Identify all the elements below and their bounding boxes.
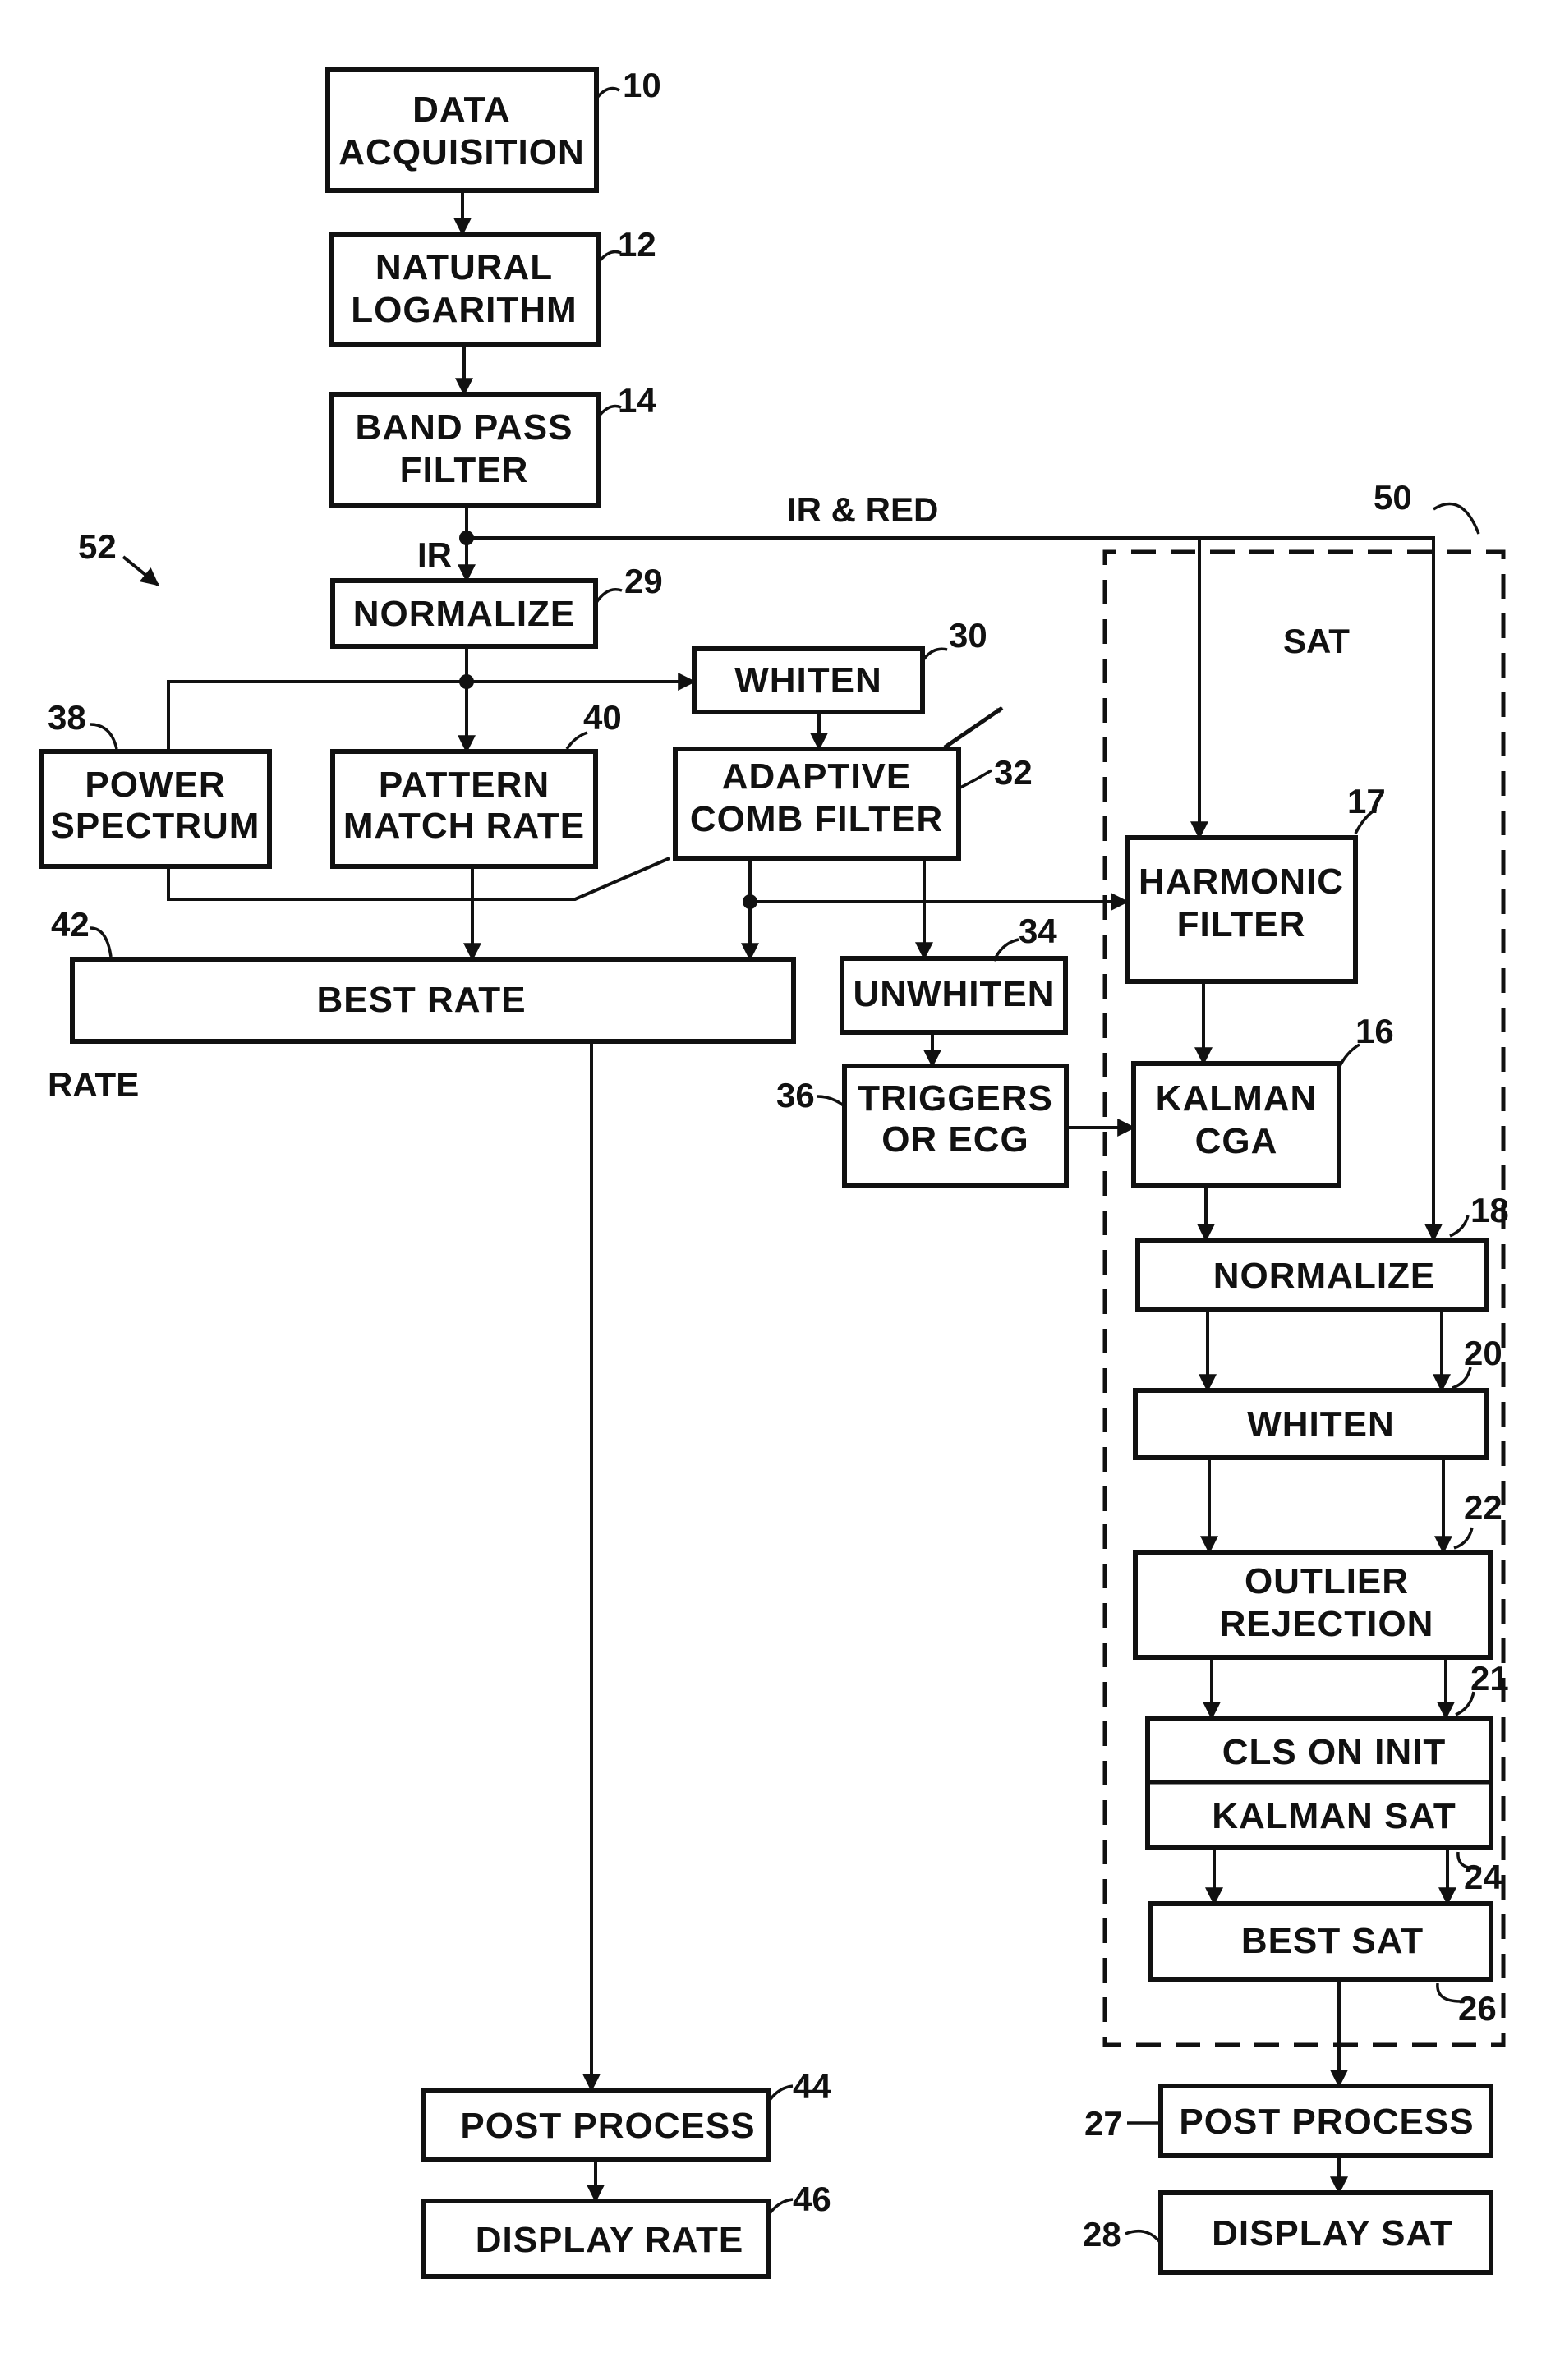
post-process-sat-label: POST PROCESS	[1179, 2102, 1474, 2142]
ref-50: 50	[1374, 478, 1412, 517]
leader-10	[596, 89, 619, 99]
band-pass-label-1: BAND PASS	[356, 407, 573, 448]
ref-14: 14	[618, 381, 656, 420]
ref-26: 26	[1458, 1989, 1497, 2028]
leader-18	[1450, 1215, 1468, 1236]
arrow-52-pointer	[123, 557, 158, 585]
whiten-sat-label: WHITEN	[1247, 1404, 1395, 1445]
ref-17: 17	[1347, 782, 1386, 820]
ref-27: 27	[1084, 2104, 1123, 2143]
ref-38: 38	[48, 698, 86, 737]
data-acquisition-label-1: DATA	[412, 90, 511, 130]
ref-10: 10	[623, 66, 661, 104]
unwhiten-label: UNWHITEN	[853, 974, 1054, 1014]
adaptive-comb-label-2: COMB FILTER	[690, 799, 943, 839]
ref-20: 20	[1464, 1334, 1502, 1372]
sat-region-label: SAT	[1283, 622, 1350, 660]
triggers-label-2: OR ECG	[881, 1119, 1029, 1160]
leader-32	[959, 770, 992, 788]
normalize-ir-label: NORMALIZE	[353, 594, 576, 634]
ref-36: 36	[776, 1076, 815, 1114]
best-rate-label: BEST RATE	[316, 980, 526, 1020]
ref-34: 34	[1019, 912, 1057, 950]
harmonic-label-2: FILTER	[1177, 904, 1306, 944]
ref-42: 42	[51, 905, 90, 944]
ir-label: IR	[417, 535, 452, 574]
ref-28: 28	[1083, 2215, 1121, 2254]
leader-46	[768, 2199, 793, 2216]
leader-38	[90, 724, 117, 749]
adaptive-indicator-arrow	[945, 708, 1002, 747]
ref-30: 30	[949, 616, 987, 655]
natural-log-label-1: NATURAL	[375, 247, 553, 287]
triggers-label-1: TRIGGERS	[858, 1078, 1053, 1119]
leader-29	[596, 590, 622, 604]
pattern-match-label-1: PATTERN	[379, 765, 550, 805]
ir-red-label: IR & RED	[787, 490, 938, 529]
kalman-cga-label-1: KALMAN	[1156, 1078, 1318, 1119]
rate-label: RATE	[48, 1065, 139, 1104]
power-spectrum-label-1: POWER	[85, 765, 225, 805]
power-spectrum-label-2: SPECTRUM	[51, 806, 260, 846]
adaptive-comb-label-1: ADAPTIVE	[722, 756, 911, 797]
ref-52: 52	[78, 527, 117, 566]
leader-22	[1454, 1528, 1472, 1548]
harmonic-label-1: HARMONIC	[1139, 861, 1344, 902]
ref-12: 12	[618, 225, 656, 264]
band-pass-label-2: FILTER	[400, 450, 529, 490]
pattern-match-label-2: MATCH RATE	[343, 806, 585, 846]
leader-28	[1125, 2231, 1160, 2242]
whiten-ir-label: WHITEN	[734, 660, 882, 701]
line-to-power-spectrum	[168, 682, 467, 751]
leader-36	[817, 1096, 844, 1106]
outlier-label-2: REJECTION	[1220, 1604, 1434, 1644]
leader-50	[1433, 503, 1479, 534]
ref-22: 22	[1464, 1488, 1502, 1527]
natural-log-label-2: LOGARITHM	[351, 290, 577, 330]
leader-26	[1438, 1983, 1461, 2001]
leader-44	[768, 2086, 793, 2102]
ref-16: 16	[1355, 1012, 1394, 1050]
kalman-sat-label: KALMAN SAT	[1212, 1796, 1456, 1836]
cls-on-init-label: CLS ON INIT	[1222, 1732, 1447, 1772]
kalman-cga-label-2: CGA	[1195, 1121, 1278, 1161]
outlier-label-1: OUTLIER	[1245, 1561, 1409, 1601]
normalize-sat-label: NORMALIZE	[1213, 1256, 1436, 1296]
ref-18: 18	[1470, 1191, 1509, 1229]
ref-32: 32	[994, 753, 1033, 792]
ref-21: 21	[1470, 1659, 1509, 1698]
ref-24: 24	[1464, 1858, 1502, 1896]
data-acquisition-label-2: ACQUISITION	[338, 132, 584, 172]
ref-46: 46	[793, 2180, 831, 2218]
leader-42	[90, 928, 111, 957]
best-sat-label: BEST SAT	[1241, 1921, 1424, 1961]
display-sat-label: DISPLAY SAT	[1212, 2213, 1453, 2254]
ref-40: 40	[583, 698, 622, 737]
ref-44: 44	[793, 2067, 831, 2106]
display-rate-label: DISPLAY RATE	[476, 2220, 744, 2260]
leader-30	[923, 649, 947, 661]
ref-29: 29	[624, 562, 663, 600]
post-process-rate-label: POST PROCESS	[460, 2106, 755, 2146]
